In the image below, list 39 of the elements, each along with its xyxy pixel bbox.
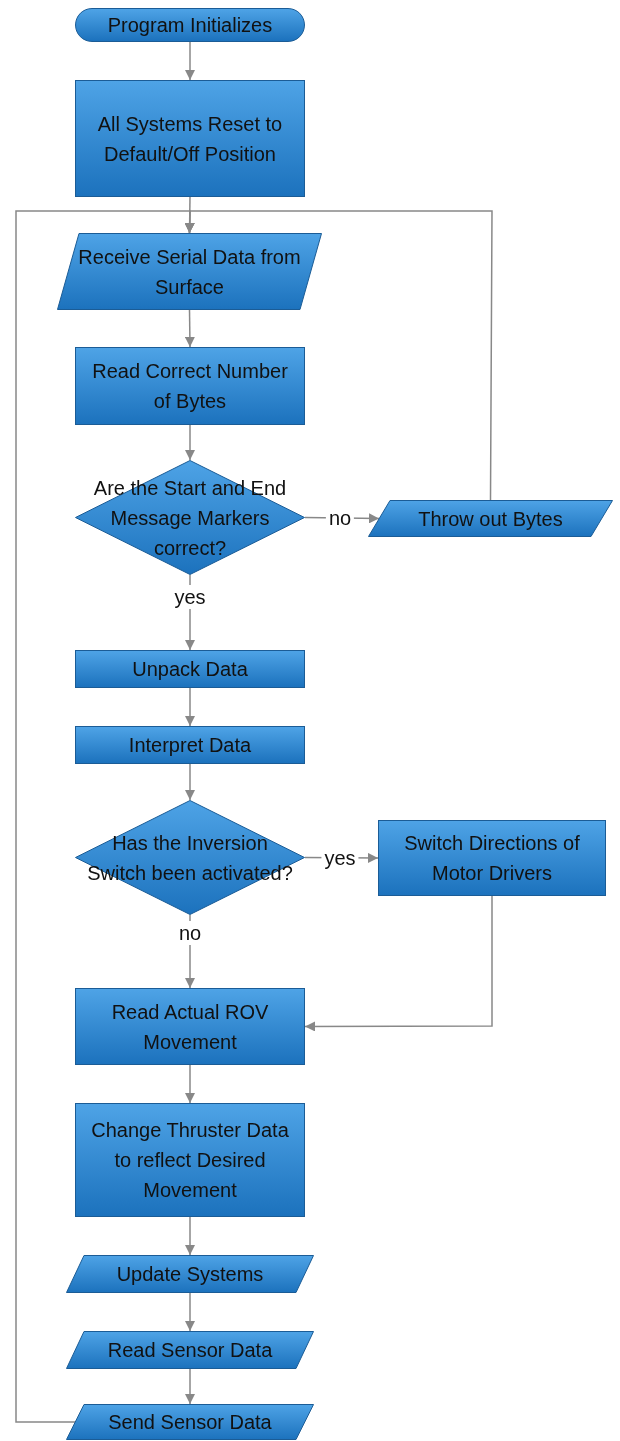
arrow: [185, 41, 195, 81]
arrow: [15, 210, 195, 1423]
decision-diamond: [75, 460, 305, 575]
arrow: [304, 895, 493, 1032]
process-box: [75, 988, 305, 1065]
node-label: Program Initializes: [107, 13, 273, 38]
process-box: [75, 347, 305, 425]
process-box: [378, 820, 606, 896]
arrow: [185, 687, 195, 727]
arrow: [184, 309, 195, 348]
arrow: [185, 424, 195, 461]
data-parallelogram: [66, 1331, 314, 1369]
node-label: Read Sensor Data: [107, 1338, 273, 1363]
data-parallelogram: [368, 500, 613, 537]
process-box: [75, 726, 305, 764]
node-label: Interpret Data: [128, 733, 252, 758]
node-label: Unpack Data: [132, 657, 248, 682]
node-label: Are the Start and End Message Markers correct?: [92, 475, 288, 561]
data-parallelogram: [57, 233, 322, 310]
node-label: Switch Directions of Motor Drivers: [403, 831, 581, 886]
node-label: Throw out Bytes: [418, 506, 563, 532]
arrow: [185, 1292, 195, 1332]
data-parallelogram: [66, 1255, 314, 1293]
node-label: Change Thruster Data to reflect Desired Movement: [90, 1118, 290, 1203]
process-box: [75, 650, 305, 688]
arrow: [185, 1368, 195, 1405]
node-label: Read Correct Number of Bytes: [91, 359, 289, 414]
start-terminal: [75, 8, 305, 42]
data-parallelogram: [66, 1404, 314, 1440]
process-box: [75, 1103, 305, 1217]
arrow: [185, 763, 195, 801]
node-label: All Systems Reset to Default/Off Position: [96, 111, 284, 167]
arrow: [185, 1216, 195, 1256]
node-label: Receive Serial Data from Surface: [77, 244, 302, 300]
process-box: [75, 80, 305, 197]
node-label: Update Systems: [116, 1262, 264, 1287]
arrow: [185, 1064, 195, 1104]
node-label: Read Actual ROV Movement: [110, 999, 270, 1055]
node-label: Send Sensor Data: [108, 1410, 272, 1435]
